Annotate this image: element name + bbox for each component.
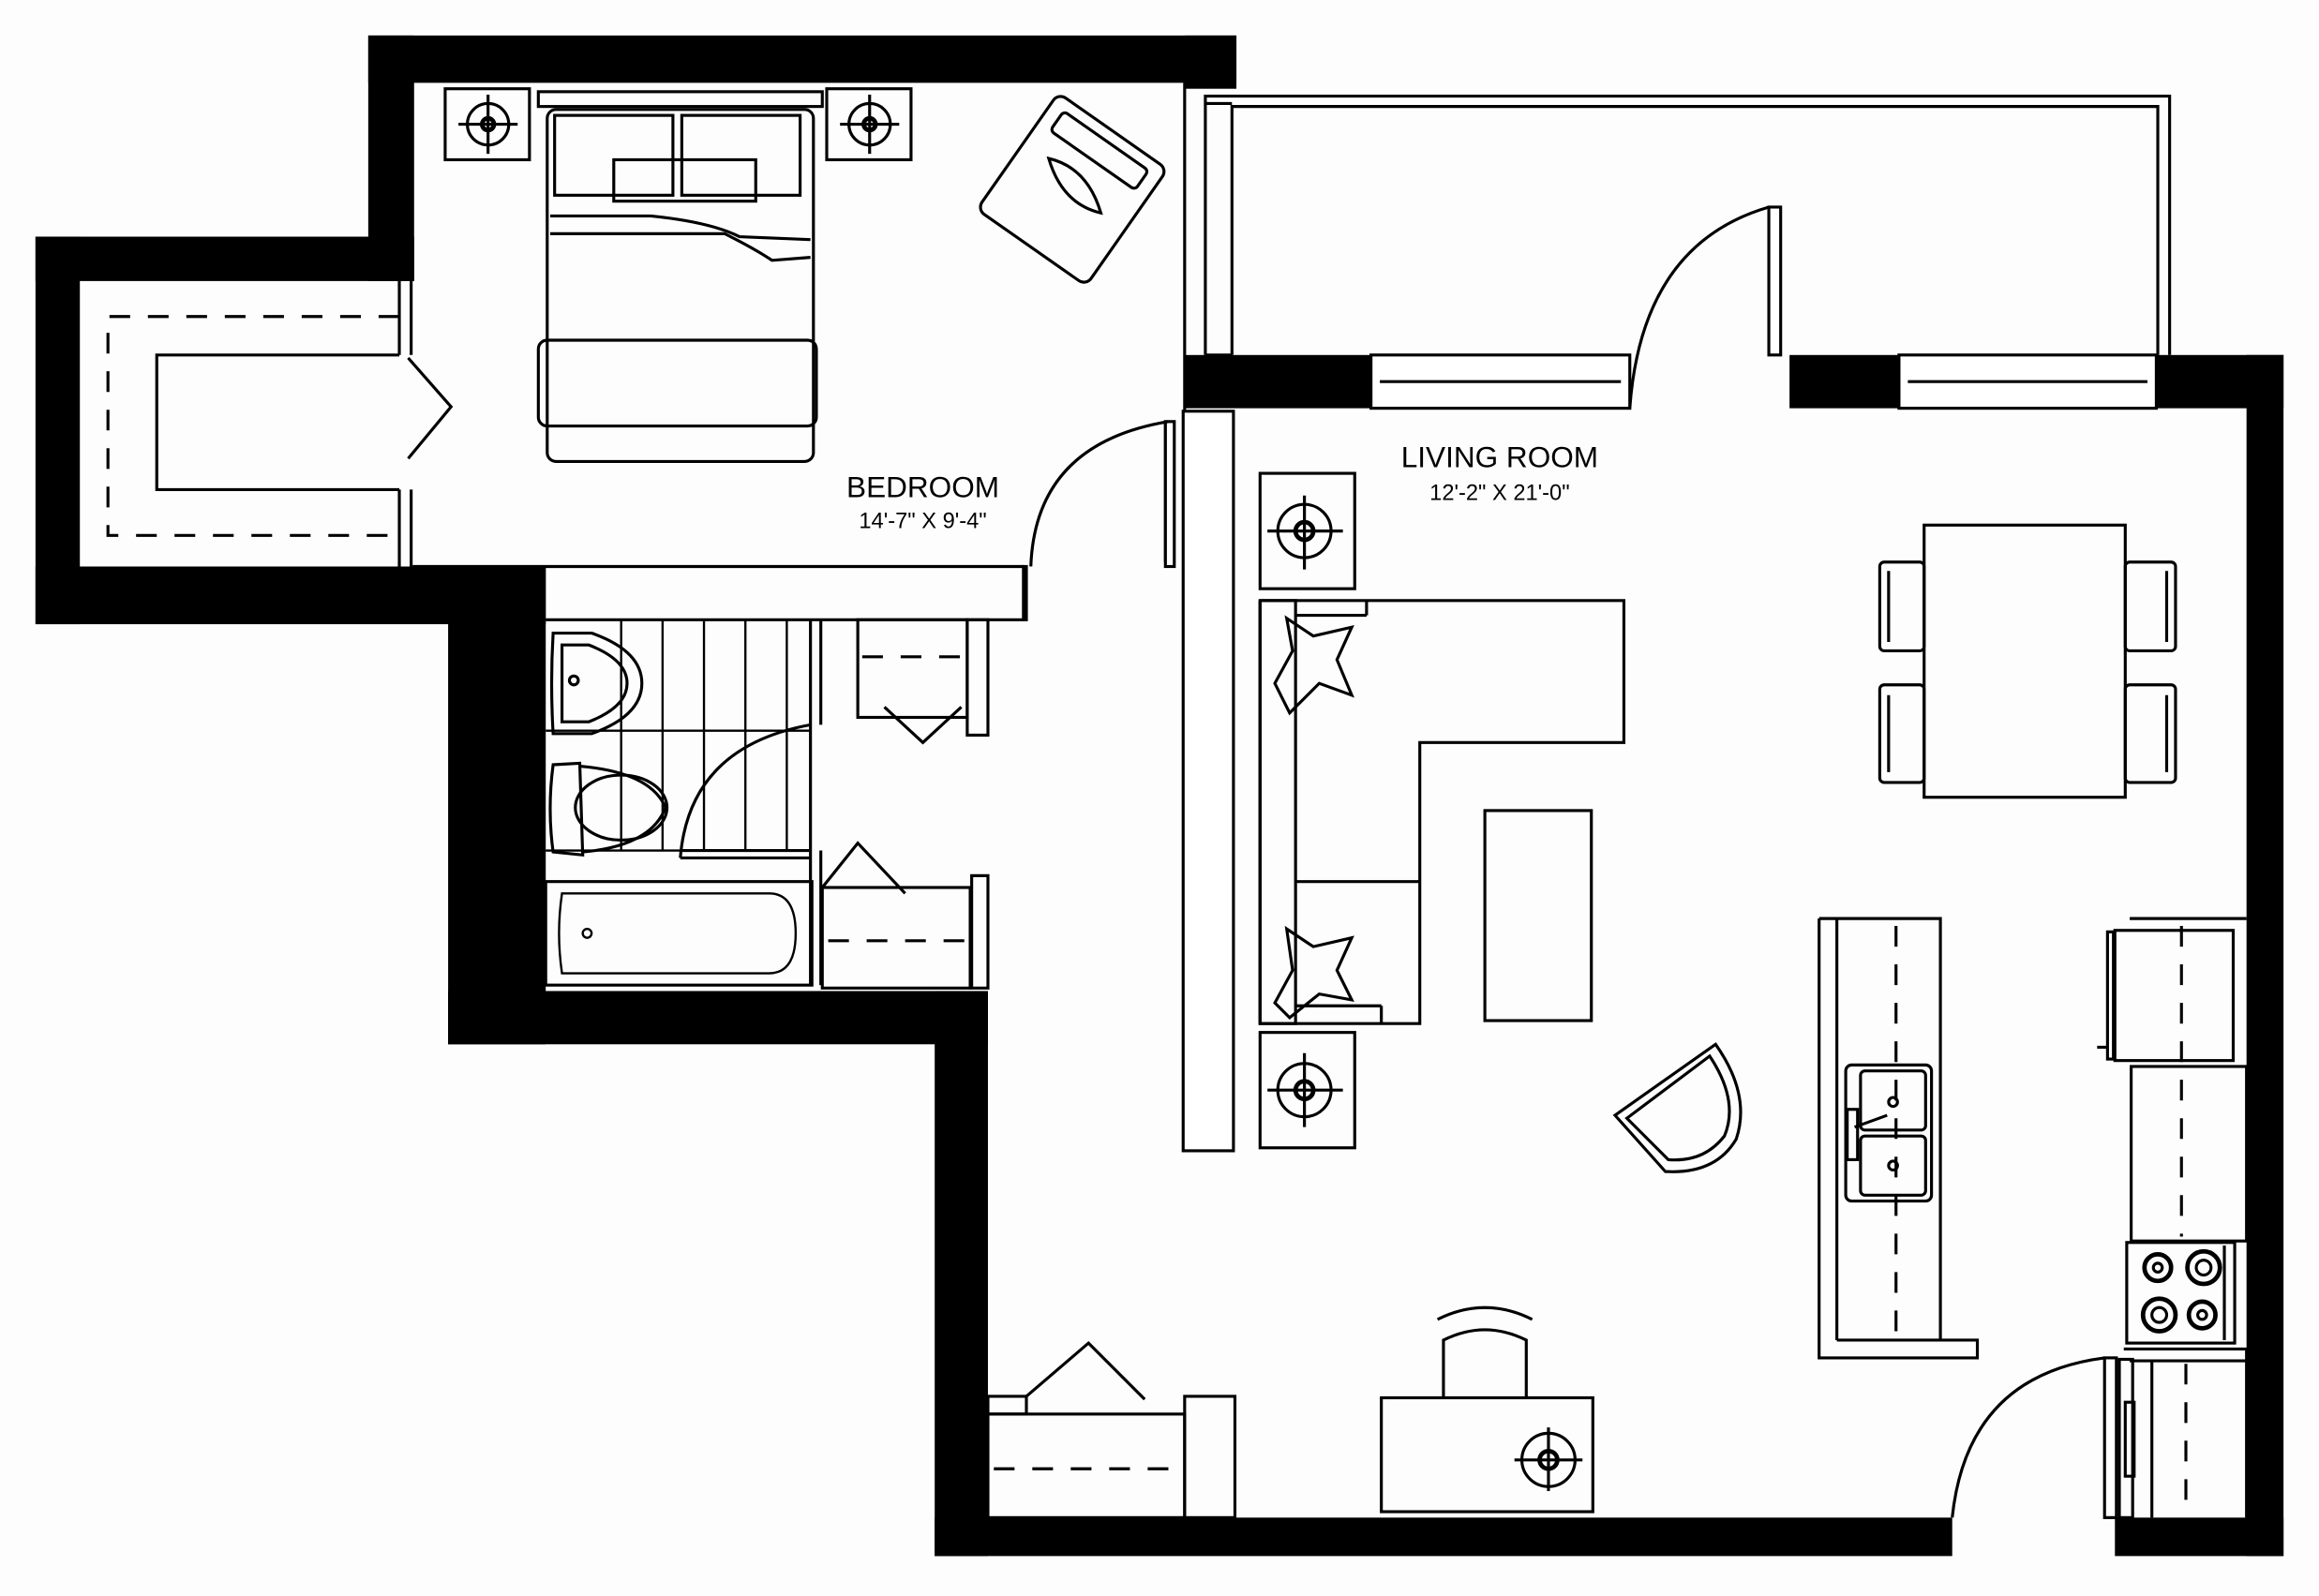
refrigerator xyxy=(2113,929,2236,1063)
nightstand-right xyxy=(825,87,913,162)
toilet xyxy=(548,761,669,858)
dishwasher xyxy=(2117,1347,2249,1519)
bedroom: BEDROOM 14'-7" X 9'-4" xyxy=(106,87,1176,569)
double-sink xyxy=(1844,1063,1934,1203)
pillow-icon xyxy=(1273,925,1354,1020)
balcony xyxy=(1204,95,2172,410)
living-room-dimensions: 12'-2" X 21'-0" xyxy=(1429,481,1569,505)
pillow-icon xyxy=(1273,615,1354,716)
tile-lines xyxy=(546,619,811,852)
dining-chair xyxy=(1878,560,1926,653)
bathtub xyxy=(544,880,814,987)
dining-set xyxy=(1878,523,2177,799)
desk xyxy=(1380,1305,1594,1514)
dining-table xyxy=(1923,523,2127,799)
sofa xyxy=(1258,599,1626,1025)
coffee-table xyxy=(1483,809,1593,1022)
armchair xyxy=(979,95,1166,284)
bedroom-dimensions: 14'-7" X 9'-4" xyxy=(859,509,986,533)
living-room: LIVING ROOM 12'-2" X 21'-0" xyxy=(986,440,2249,1519)
kitchen-counter xyxy=(2097,917,2249,1519)
stove xyxy=(2125,1241,2237,1345)
bedroom-closet xyxy=(106,280,454,567)
bathroom-sink xyxy=(549,631,644,736)
nightstand-left xyxy=(443,87,531,162)
kitchen-island xyxy=(1818,917,1980,1360)
end-table-top xyxy=(1258,471,1356,590)
living-room-label: LIVING ROOM xyxy=(1401,440,1598,474)
bed xyxy=(536,90,824,464)
dining-chair xyxy=(1878,683,1926,784)
front-closet xyxy=(986,1340,1237,1519)
lounge-chair xyxy=(1612,1042,1743,1173)
hall-closet-lower xyxy=(820,841,990,990)
bedroom-label: BEDROOM xyxy=(846,470,999,503)
walls xyxy=(35,35,2284,1557)
bathroom xyxy=(544,618,990,990)
hall-closet-upper xyxy=(856,618,990,745)
desk-chair xyxy=(1442,1328,1528,1398)
dining-chair xyxy=(2123,683,2177,784)
end-table-bottom xyxy=(1258,1031,1356,1150)
dining-chair xyxy=(2123,560,2177,653)
